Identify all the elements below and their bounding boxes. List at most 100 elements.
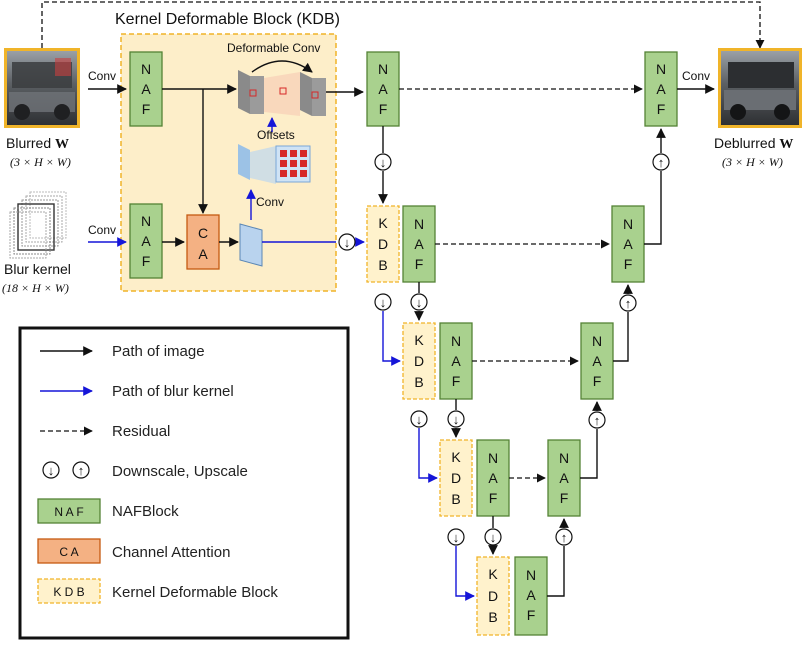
svg-text:K D B: K D B <box>53 585 84 599</box>
svg-text:K: K <box>451 449 461 465</box>
svg-text:↓: ↓ <box>416 295 423 310</box>
blurred-image <box>4 48 80 128</box>
kdb-block-level2: K D B <box>402 322 436 400</box>
deformable-conv-figure <box>238 60 326 116</box>
svg-text:A: A <box>592 353 602 369</box>
naf-block-level1-enc: N A F <box>402 205 436 283</box>
conv-label-kernel-in: Conv <box>88 223 116 237</box>
svg-text:B: B <box>451 491 460 507</box>
blurred-label: Blurred W <box>6 135 69 152</box>
naf-block-level2-dec: N A F <box>580 322 614 400</box>
blur-kernel-label: Blur kernel <box>4 261 71 277</box>
kernel-path-arrows <box>88 117 475 601</box>
upscale-circle: ↑ <box>555 528 573 546</box>
upscale-circle: ↑ <box>588 411 606 429</box>
naf-block-level0-enc: N A F <box>366 51 400 127</box>
svg-text:↑: ↑ <box>625 296 632 311</box>
svg-text:F: F <box>624 256 633 272</box>
svg-text:F: F <box>415 256 424 272</box>
downscale-circle: ↓ <box>374 153 392 171</box>
svg-text:↓: ↓ <box>453 530 460 545</box>
svg-text:F: F <box>657 101 666 117</box>
legend-kdb: Kernel Deformable Block <box>112 584 278 601</box>
deblurred-label: Deblurred W <box>714 135 793 152</box>
svg-text:A: A <box>378 81 388 97</box>
svg-text:↑: ↑ <box>78 463 85 478</box>
ca-block: C A <box>186 214 220 270</box>
svg-text:D: D <box>488 588 498 604</box>
svg-text:N: N <box>414 216 424 232</box>
kdb-block-level3: K D B <box>439 439 473 517</box>
svg-text:N: N <box>141 213 151 229</box>
deblurred-image <box>718 48 802 128</box>
blurred-dims: (3 × H × W) <box>10 155 71 169</box>
svg-text:↓: ↓ <box>344 235 351 250</box>
svg-text:↓: ↓ <box>380 155 387 170</box>
svg-text:D: D <box>414 353 424 369</box>
svg-text:N: N <box>451 333 461 349</box>
scale-circles: ↓ ↓ ↓ ↓ ↓ ↓ ↓ ↓ ↑ ↑ ↑ ↑ <box>338 153 670 546</box>
svg-text:A: A <box>451 353 461 369</box>
kernel-feature-plane <box>239 223 263 267</box>
svg-text:A: A <box>623 236 633 252</box>
legend-nafblock: NAFBlock <box>112 503 179 520</box>
svg-text:A: A <box>198 246 208 262</box>
downscale-circle: ↓ <box>484 528 502 546</box>
offsets-figure <box>238 144 311 184</box>
svg-text:↓: ↓ <box>416 412 423 427</box>
svg-text:B: B <box>414 374 423 390</box>
naf-block-level0-dec: N A F <box>644 51 678 127</box>
svg-text:A: A <box>559 470 569 486</box>
upscale-circle: ↑ <box>619 294 637 312</box>
svg-text:N: N <box>592 333 602 349</box>
svg-text:N: N <box>488 450 498 466</box>
naf-block-kernel: N A F <box>129 203 163 279</box>
residual-arrows <box>399 84 643 483</box>
svg-text:F: F <box>593 373 602 389</box>
svg-text:C: C <box>198 225 208 241</box>
svg-text:D: D <box>451 470 461 486</box>
svg-text:F: F <box>452 373 461 389</box>
naf-block-level1-dec: N A F <box>611 205 645 283</box>
svg-text:N: N <box>141 61 151 77</box>
svg-text:F: F <box>560 490 569 506</box>
naf-block-level3-enc: N A F <box>476 439 510 517</box>
downscale-circle: ↓ <box>447 528 465 546</box>
svg-text:A: A <box>656 81 666 97</box>
deformable-conv-label: Deformable Conv <box>227 41 320 55</box>
svg-text:F: F <box>142 253 151 269</box>
svg-text:N: N <box>623 216 633 232</box>
svg-text:N: N <box>526 567 536 583</box>
naf-block-bottleneck: N A F <box>514 556 548 636</box>
svg-text:B: B <box>378 257 387 273</box>
downscale-circle: ↓ <box>447 410 465 428</box>
svg-text:A: A <box>414 236 424 252</box>
svg-text:B: B <box>488 609 497 625</box>
legend-scale: Downscale, Upscale <box>112 463 248 480</box>
kdb-block-level4: K D B <box>476 556 510 636</box>
svg-text:K: K <box>488 566 498 582</box>
svg-text:↓: ↓ <box>380 295 387 310</box>
naf-block-level2-enc: N A F <box>439 322 473 400</box>
downscale-circle: ↓ <box>410 293 428 311</box>
svg-text:F: F <box>379 101 388 117</box>
image-path-arrows <box>88 84 715 597</box>
svg-text:A: A <box>141 81 151 97</box>
svg-text:K: K <box>378 215 388 231</box>
top-residual-line <box>41 1 765 49</box>
naf-block-level3-dec: N A F <box>547 439 581 517</box>
svg-text:F: F <box>142 101 151 117</box>
conv-label-output: Conv <box>682 69 710 83</box>
naf-block-image: N A F <box>129 51 163 127</box>
conv-label-offset: Conv <box>256 195 284 209</box>
svg-text:F: F <box>527 607 536 623</box>
blur-kernel-dims: (18 × H × W) <box>2 281 69 295</box>
offsets-label: Offsets <box>257 128 295 142</box>
kdb-block-level1: K D B <box>366 205 400 283</box>
kdb-panel-title: Kernel Deformable Block (KDB) <box>115 11 340 28</box>
svg-text:↑: ↑ <box>658 155 665 170</box>
legend-kernel-path: Path of blur kernel <box>112 383 234 400</box>
svg-text:A: A <box>488 470 498 486</box>
